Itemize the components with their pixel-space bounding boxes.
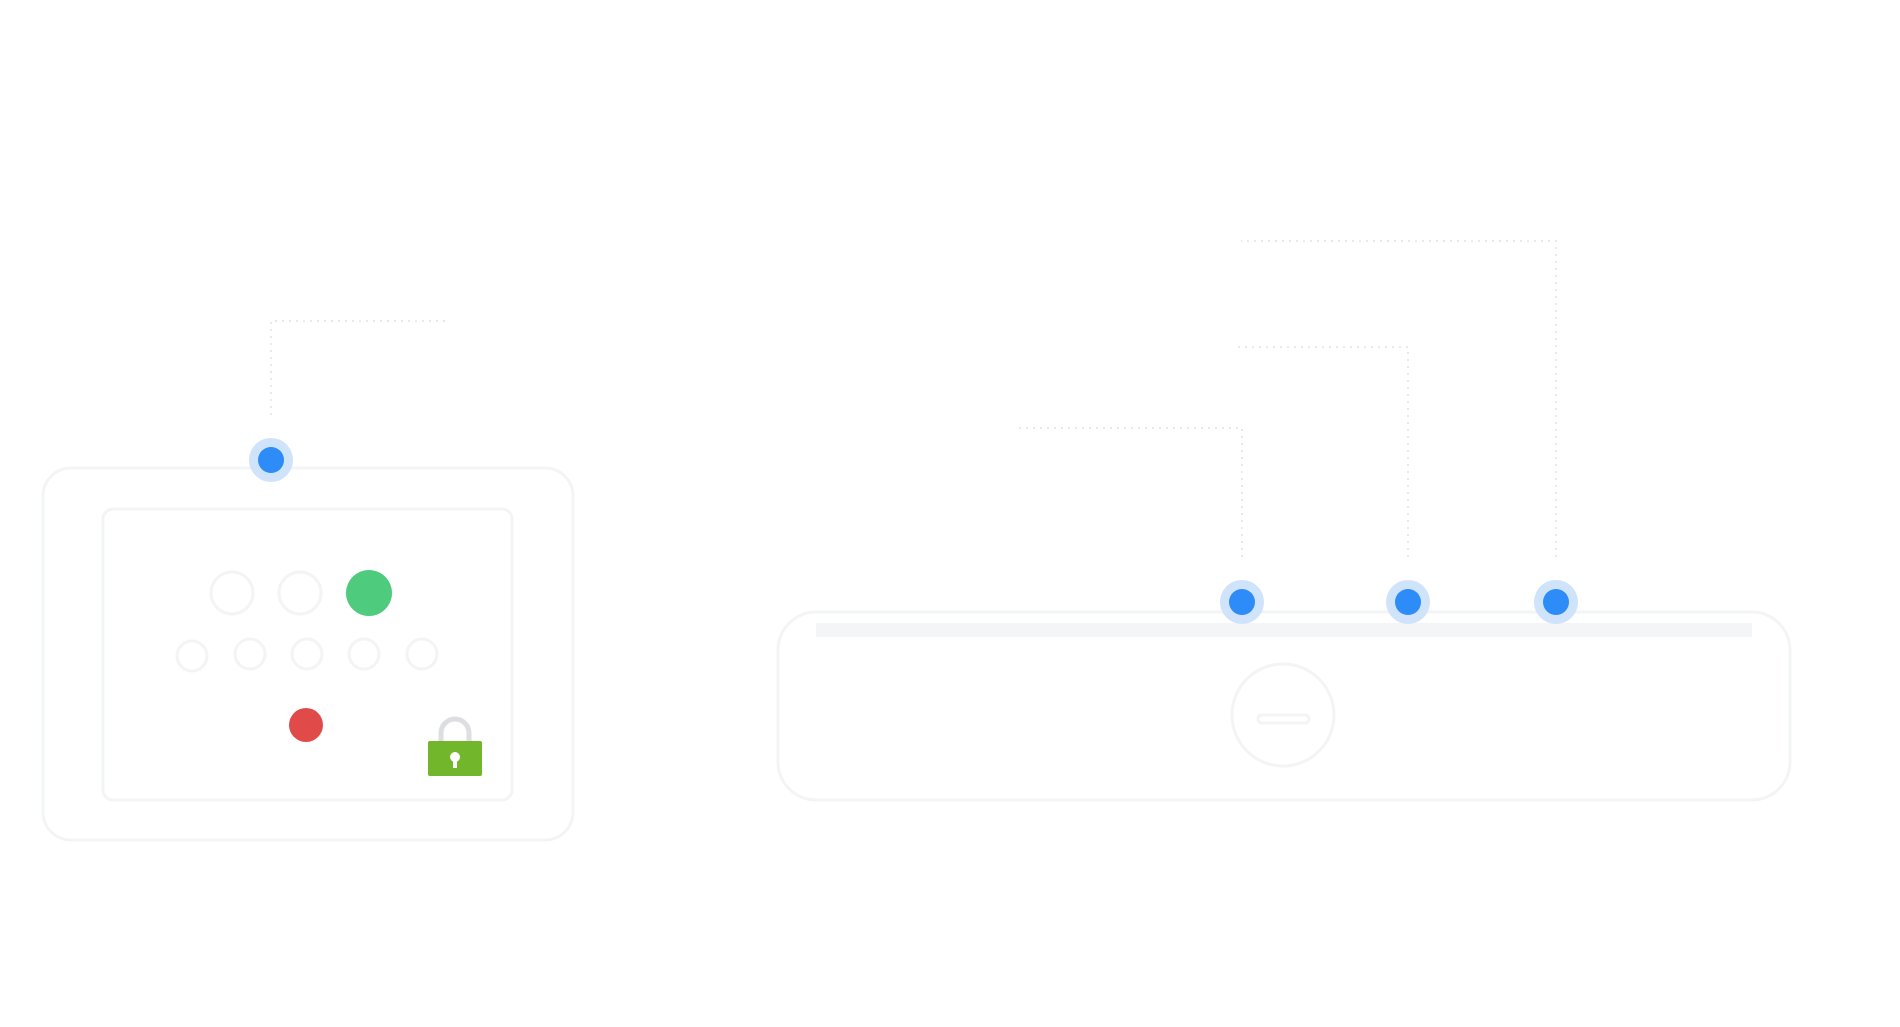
connector-left	[270, 320, 450, 415]
indicator-bottom-2	[233, 637, 267, 671]
lock-icon	[428, 716, 482, 776]
right-device-bar	[816, 623, 1752, 637]
alert-indicator	[289, 708, 323, 742]
lock-shackle	[438, 716, 472, 742]
indicator-bottom-1	[175, 639, 209, 673]
right-device	[776, 580, 1792, 802]
connector-right-2	[1233, 346, 1409, 557]
right-connection-node-3[interactable]	[1534, 580, 1578, 624]
left-device-frame	[41, 466, 575, 842]
node-dot	[1395, 589, 1421, 615]
node-dot	[1543, 589, 1569, 615]
connector-right-3	[1241, 240, 1557, 557]
indicator-bottom-5	[405, 637, 439, 671]
minus-circle-ring	[1230, 662, 1336, 768]
right-connection-node-1[interactable]	[1220, 580, 1264, 624]
indicator-bottom-3	[290, 637, 324, 671]
right-device-frame	[776, 610, 1792, 802]
connector-right-1	[1015, 427, 1243, 557]
node-dot	[258, 447, 284, 473]
lock-keyhole	[450, 752, 460, 762]
indicator-grid	[175, 570, 439, 742]
indicator-top-1	[209, 570, 255, 616]
minus-circle-icon	[1230, 662, 1336, 768]
minus-circle-bar	[1256, 713, 1311, 725]
left-device-screen	[101, 507, 514, 802]
indicator-top-2	[277, 570, 323, 616]
indicator-top-3	[346, 570, 392, 616]
left-device	[41, 438, 575, 842]
left-connection-node[interactable]	[249, 438, 293, 482]
lock-keyhole-slot	[453, 758, 457, 768]
connectors	[270, 240, 1557, 557]
right-connection-node-2[interactable]	[1386, 580, 1430, 624]
indicator-bottom-4	[347, 637, 381, 671]
node-dot	[1229, 589, 1255, 615]
